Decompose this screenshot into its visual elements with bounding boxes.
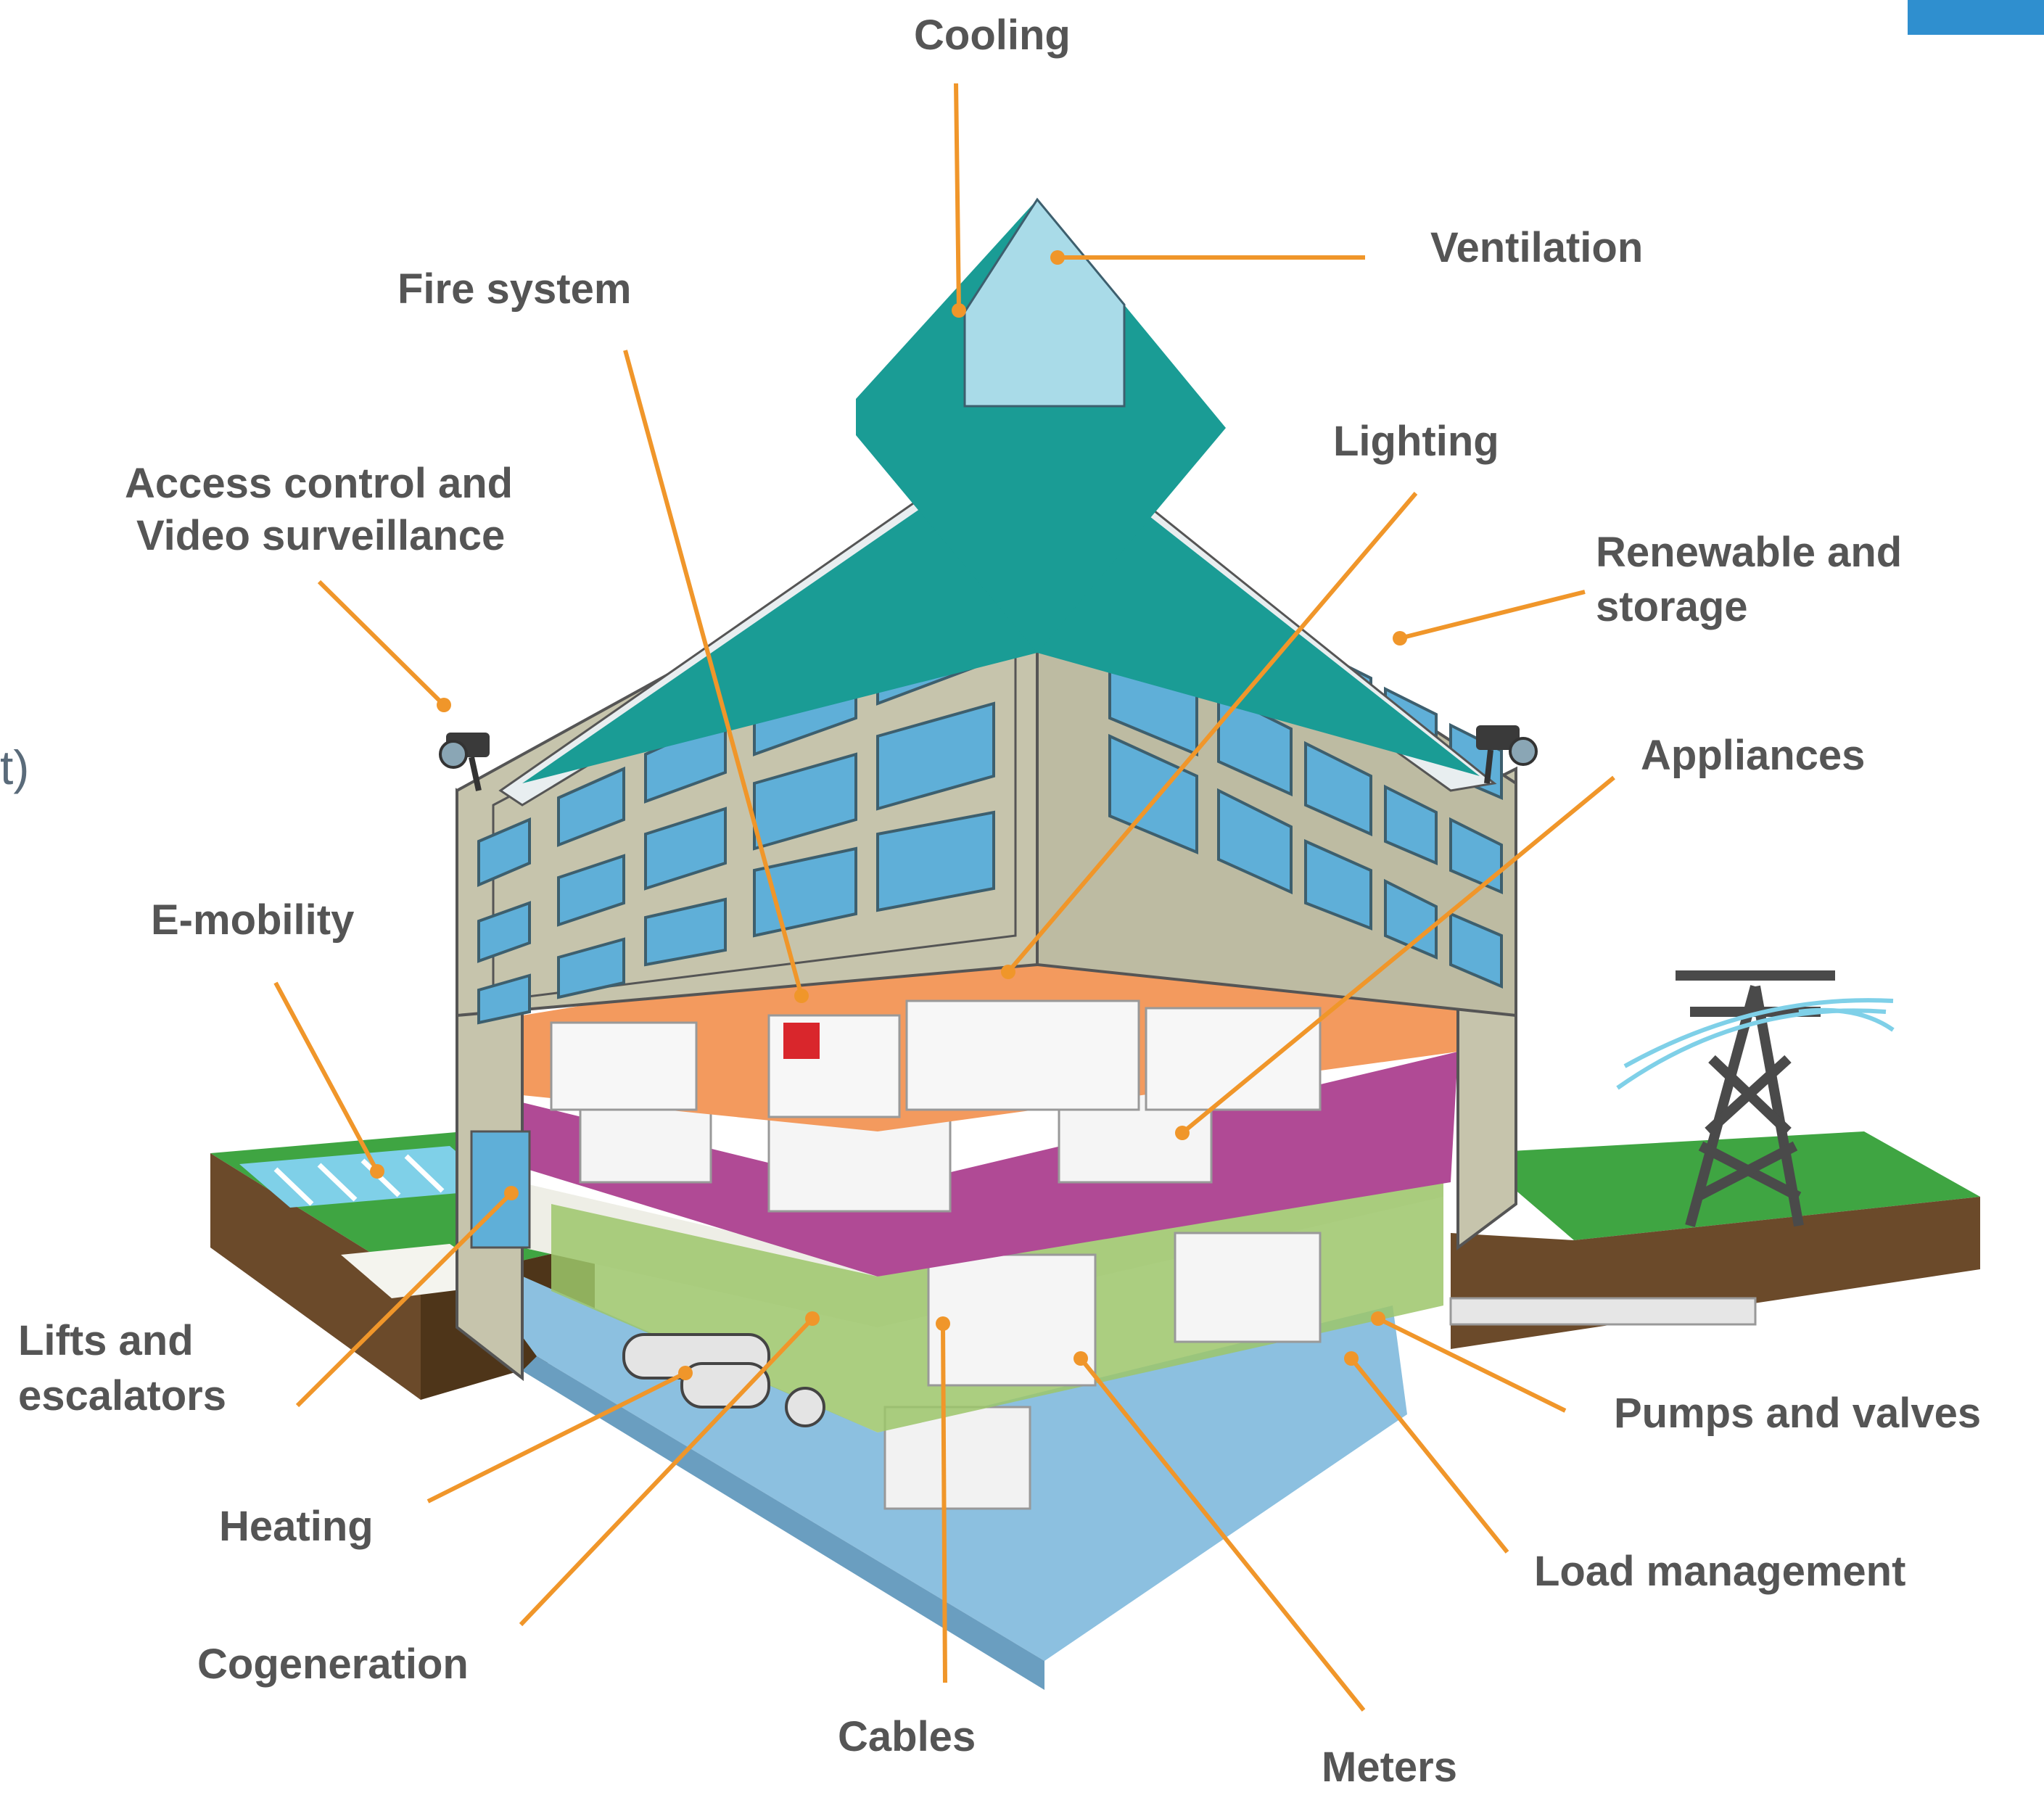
label-renewable-line1: Renewable and	[1596, 529, 1903, 576]
label-heating: Heating	[219, 1503, 374, 1550]
label-cables: Cables	[838, 1713, 976, 1760]
label-ventilation: Ventilation	[1430, 224, 1644, 271]
leader-load	[1349, 1357, 1509, 1554]
orange-floor	[522, 957, 1458, 1131]
label-fire-system: Fire system	[397, 265, 632, 313]
leader-lighting	[1006, 492, 1418, 973]
leader-emobility	[273, 981, 379, 1173]
label-pumps: Pumps and valves	[1614, 1390, 1982, 1437]
label-lifts-line2: escalators	[18, 1372, 226, 1419]
leader-cogeneration	[519, 1316, 815, 1627]
leader-appliances	[1181, 775, 1615, 1135]
leader-lines	[273, 83, 1615, 1712]
leader-meters	[1079, 1357, 1366, 1712]
heating-tanks-icon	[622, 1333, 825, 1427]
corner-accent-bar	[1908, 0, 2044, 35]
leader-lifts	[295, 1191, 514, 1408]
camera-right-icon	[1476, 725, 1538, 784]
leader-cooling	[954, 83, 961, 311]
edge-text: t)	[0, 741, 30, 794]
label-renewable-line2: storage	[1596, 583, 1748, 630]
label-access-line1: Access control and	[125, 460, 514, 507]
leader-dots	[370, 250, 1407, 1380]
right-ground-block	[1449, 1131, 1980, 1349]
parking-markings	[273, 1154, 445, 1206]
camera-left-icon	[439, 733, 490, 791]
label-load: Load management	[1534, 1548, 1906, 1595]
power-lines	[1616, 998, 1895, 1090]
label-access-line2: Video surveillance	[136, 512, 506, 559]
label-lighting: Lighting	[1333, 418, 1499, 465]
label-appliances: Appliances	[1641, 732, 1866, 779]
leader-renewable	[1399, 590, 1586, 640]
leader-heating	[426, 1371, 687, 1504]
basement	[457, 1248, 1407, 1690]
label-cooling: Cooling	[914, 12, 1071, 59]
leader-cables	[941, 1323, 947, 1683]
leader-access	[317, 580, 446, 707]
label-lifts-line1: Lifts and	[18, 1317, 194, 1364]
leader-fire-system	[623, 350, 804, 997]
label-cogeneration: Cogeneration	[197, 1641, 469, 1688]
label-meters: Meters	[1322, 1744, 1457, 1791]
green-floor	[457, 1160, 1443, 1432]
roof	[498, 197, 1497, 807]
leader-pumps	[1377, 1316, 1567, 1413]
label-emobility: E-mobility	[151, 896, 355, 944]
